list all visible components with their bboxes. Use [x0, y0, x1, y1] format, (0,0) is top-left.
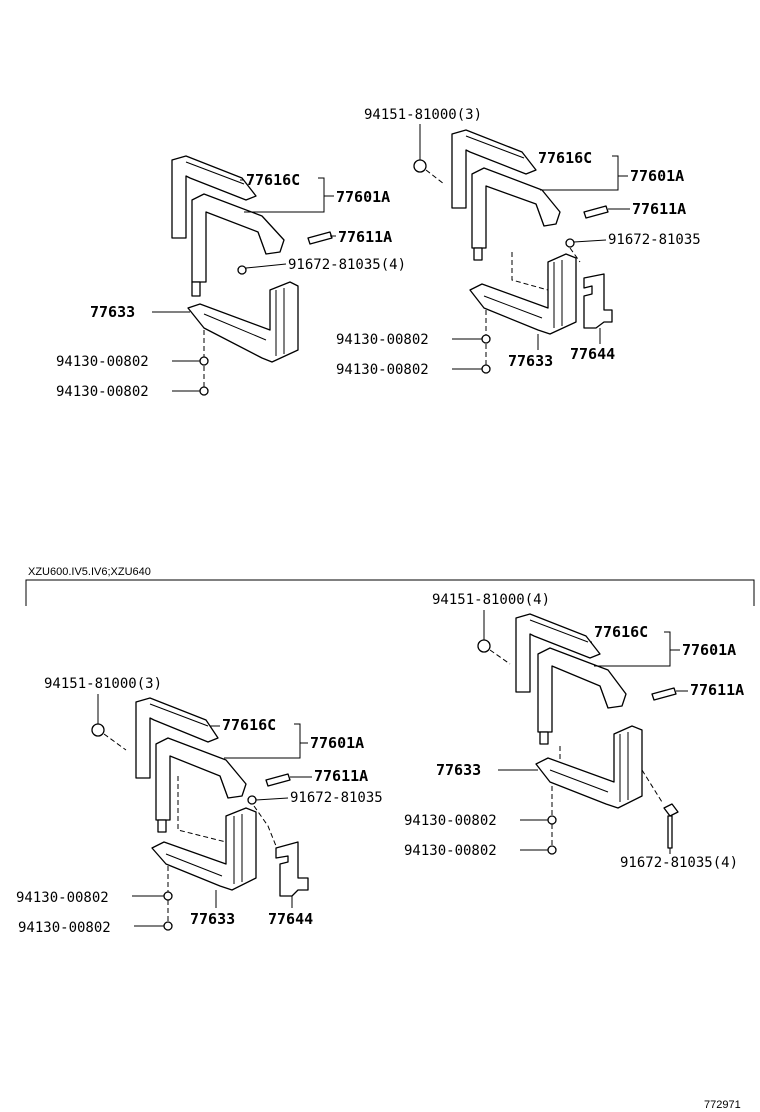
- strap-cover-part: [135, 697, 219, 779]
- plate-part: [583, 273, 613, 329]
- label-strap-cover: 77616C: [246, 171, 300, 189]
- label-cap-nut: 94151-81000(3): [364, 107, 482, 123]
- label-bolt: 77611A: [690, 681, 744, 699]
- label-bolt-washer: 91672-81035(4): [620, 855, 738, 871]
- label-plate: 77644: [570, 345, 615, 363]
- group-bottom-right: 94151-81000(4) 77616C 77601A 77611A 7763…: [404, 592, 744, 871]
- bolt-washer-part: [565, 238, 575, 248]
- group-top-right: 94151-81000(3) 77616C 77601A 77611A 9167…: [336, 107, 701, 378]
- strap-cover-part: [451, 129, 537, 209]
- label-band-assy: 77601A: [336, 188, 390, 206]
- nut-part-1: [163, 891, 173, 901]
- label-band-assy: 77601A: [310, 734, 364, 752]
- variant-bracket-line: [25, 579, 755, 606]
- label-nut-1: 94130-00802: [336, 332, 429, 348]
- bolt-part: [651, 687, 677, 701]
- bolt-washer-part: [663, 803, 679, 849]
- bolt-part: [307, 231, 333, 245]
- label-bolt: 77611A: [632, 200, 686, 218]
- label-bracket: 77633: [508, 352, 553, 370]
- label-bolt-washer: 91672-81035: [608, 232, 701, 248]
- label-strap-cover: 77616C: [538, 149, 592, 167]
- nut-part-1: [547, 815, 557, 825]
- band-part: [155, 737, 247, 833]
- label-cap-nut: 94151-81000(4): [432, 592, 550, 608]
- band-part: [471, 167, 561, 261]
- label-nut-2: 94130-00802: [18, 920, 111, 936]
- bracket-part: [151, 807, 257, 891]
- cap-nut-part: [477, 639, 491, 653]
- label-band-assy: 77601A: [682, 641, 736, 659]
- bracket-part: [187, 281, 299, 363]
- label-nut-1: 94130-00802: [404, 813, 497, 829]
- cap-nut-part: [413, 159, 427, 173]
- group-top-left: 77616C 77601A 77611A 91672-81035(4) 7763…: [56, 155, 406, 400]
- nut-part-2: [547, 845, 557, 855]
- strap-cover-part: [171, 155, 257, 239]
- label-strap-cover: 77616C: [222, 716, 276, 734]
- bolt-washer-part: [237, 265, 247, 275]
- label-nut-1: 94130-00802: [56, 354, 149, 370]
- label-bracket: 77633: [90, 303, 135, 321]
- label-nut-2: 94130-00802: [404, 843, 497, 859]
- bolt-part: [583, 205, 609, 219]
- bolt-part: [265, 773, 291, 787]
- label-bolt-washer: 91672-81035: [290, 790, 383, 806]
- label-nut-1: 94130-00802: [16, 890, 109, 906]
- group-bottom-left: 94151-81000(3) 77616C 77601A 77611A 9167…: [16, 676, 383, 936]
- label-nut-2: 94130-00802: [336, 362, 429, 378]
- label-nut-2: 94130-00802: [56, 384, 149, 400]
- label-plate: 77644: [268, 910, 313, 928]
- nut-part-2: [163, 921, 173, 931]
- nut-part-2: [199, 386, 209, 396]
- label-strap-cover: 77616C: [594, 623, 648, 641]
- label-bolt: 77611A: [314, 767, 368, 785]
- nut-part-1: [199, 356, 209, 366]
- bracket-part: [535, 725, 643, 809]
- band-part: [191, 193, 285, 297]
- label-bolt-washer: 91672-81035(4): [288, 257, 406, 273]
- plate-part: [275, 841, 309, 897]
- strap-cover-part: [515, 613, 601, 693]
- label-cap-nut: 94151-81000(3): [44, 676, 162, 692]
- figure-number: 772971: [704, 1099, 741, 1111]
- label-bolt: 77611A: [338, 228, 392, 246]
- label-band-assy: 77601A: [630, 167, 684, 185]
- band-part: [537, 647, 627, 745]
- label-bracket: 77633: [436, 761, 481, 779]
- nut-part-1: [481, 334, 491, 344]
- label-bracket: 77633: [190, 910, 235, 928]
- bolt-washer-part: [247, 795, 257, 805]
- variant-caption: XZU600.IV5.IV6;XZU640: [28, 566, 151, 578]
- nut-part-2: [481, 364, 491, 374]
- cap-nut-part: [91, 723, 105, 737]
- bracket-part: [469, 253, 577, 335]
